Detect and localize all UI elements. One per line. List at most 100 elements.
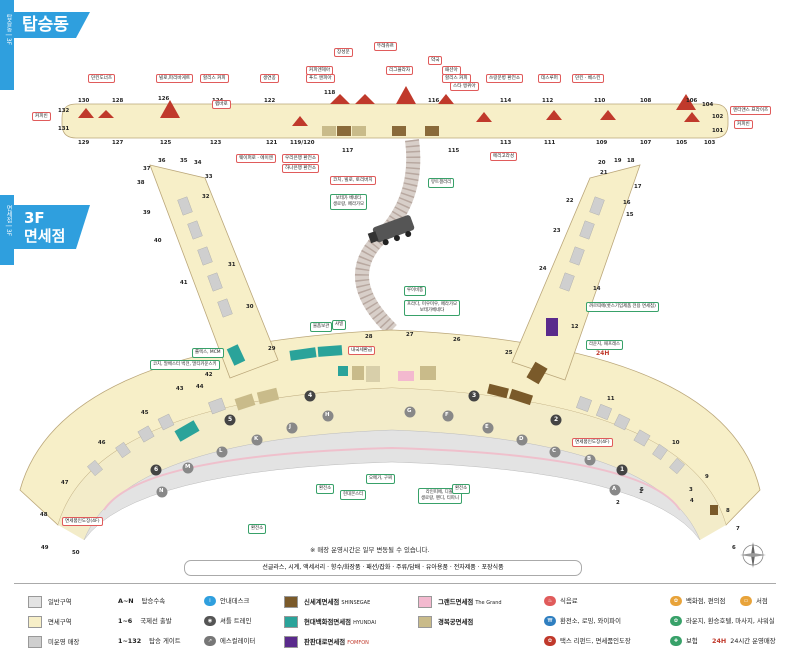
circle-number-1: 1: [620, 466, 625, 473]
gate-9: 9: [705, 474, 709, 480]
gate-111: 111: [544, 140, 556, 146]
store-teal-5: [338, 366, 348, 376]
label-louis-vuitton: 루이비통: [404, 286, 427, 296]
gate-32: 32: [202, 194, 210, 200]
store-teal-1: [289, 347, 317, 361]
gate-4: 4: [690, 498, 694, 504]
gate-113: 113: [500, 140, 512, 146]
left-wing: [149, 164, 279, 379]
circ-6: [150, 464, 162, 476]
gate-101: 101: [712, 128, 724, 134]
gate-31: 31: [228, 262, 236, 268]
closed-stores: [87, 196, 685, 477]
shop-league-plaza: 리그플라자: [386, 66, 414, 75]
gate-121: 121: [266, 140, 278, 146]
counter-c: C: [552, 448, 556, 454]
legend-store: ✿백화점, 편의점: [670, 596, 725, 606]
shop-food-empire: 푸드 앤피아: [306, 74, 335, 83]
gate-102: 102: [712, 114, 724, 120]
concourse-floor: [61, 103, 729, 139]
gate-105: 105: [676, 140, 688, 146]
info-icon: i: [204, 596, 216, 606]
legend-shinsegae: 신세계면세점 SHINSEGAE: [284, 596, 370, 608]
gate-116: 116: [428, 98, 440, 104]
label-dior-group: 라인피에, 디올, 생로랑, 펜디, 티파니: [418, 488, 462, 504]
shop-coffeebean-1: 커피빈: [32, 112, 51, 121]
gate-37: 37: [143, 166, 151, 172]
tax-icon: ✿: [544, 636, 556, 646]
counter-d: D: [519, 436, 524, 442]
gate-6: 6: [732, 545, 736, 551]
counter-m: M: [185, 464, 191, 470]
circle-number-2: 2: [554, 416, 559, 423]
label-omega-gucci: 오메가, 구찌: [366, 474, 395, 484]
label-coach-multi: 코치, 말배스터 벅전, 멀티카운스키: [150, 360, 220, 370]
gate-23: 23: [553, 228, 561, 234]
gate-34: 34: [194, 160, 202, 166]
label-tax-refund: 내국세환급: [348, 346, 376, 355]
concourse-store-3: [352, 126, 366, 136]
gate-123: 123: [210, 140, 222, 146]
legend-tax: ✿택스 리펀드, 면세품인도장: [544, 636, 631, 646]
badge-24h-legend: 24H: [712, 637, 727, 645]
insurance-icon: ✚: [670, 636, 682, 646]
lounge-icon: ✿: [670, 616, 682, 626]
shop-tous-les-jours: 뚜레쥬르: [374, 42, 397, 51]
legend-insurance: ✚보험: [670, 636, 698, 646]
store-teal-4: [174, 420, 200, 442]
book-icon: ▭: [740, 596, 752, 606]
gate-33: 33: [205, 174, 213, 180]
gate-20: 20: [598, 160, 606, 166]
brand-pangpan: FOMFON: [347, 640, 369, 646]
label-baggage-storage: 물품보관: [310, 322, 333, 332]
label-lounge-press: 라운지, 패프레스: [586, 340, 624, 350]
label-hyundai-monster: 현대몬스터: [340, 490, 367, 500]
circ-5: [224, 414, 236, 426]
gate-17: 17: [634, 184, 642, 190]
label-cartier: 까르띠에(롯스기임제품 전용 면세점): [586, 302, 659, 312]
counter-k: K: [254, 436, 259, 442]
counter-n: N: [159, 488, 164, 494]
counter-l: L: [219, 448, 223, 454]
circle-number-4: 4: [308, 392, 313, 399]
concourse-store-1: [322, 126, 336, 136]
label-prada-miumiu: 프라다, 미우미우, 페라가모 보테가베네타: [404, 300, 461, 316]
gate-103: 103: [704, 140, 716, 146]
gate-41: 41: [180, 280, 188, 286]
shop-mute-gallery: 뮤트갤러리: [428, 178, 455, 188]
side-tab-main-text: 면세점 | 3F: [5, 205, 12, 237]
compass-icon: [740, 542, 766, 568]
gate-30: 30: [246, 304, 254, 310]
store-icon: ✿: [670, 596, 682, 606]
counter-b: B: [587, 456, 592, 462]
shop-dunkin-baskin: 던킨 · 베스킨: [572, 74, 604, 83]
food-icon: ♨: [544, 596, 556, 606]
gate-24: 24: [539, 266, 547, 272]
legend-gyeongbok: 경복궁면세점: [418, 616, 473, 628]
legend-exchange: ₩환전소, 로밍, 와이파이: [544, 616, 621, 626]
shop-pharmacy: 약국: [428, 56, 443, 65]
legend-boarding-range: A~N: [118, 597, 134, 605]
circ-1: [616, 464, 628, 476]
shuttle-train: [367, 215, 415, 246]
gate-114: 114: [500, 98, 512, 104]
legend-shuttle: ◉셔틀 트레인: [204, 616, 251, 626]
gate-10: 10: [672, 440, 680, 446]
label-chanel: 샤넬: [332, 320, 347, 330]
shop-wafer-aien: 웨이퍼로 · 에이엔: [236, 154, 276, 163]
icon-legend-bar: 선글라스, 시계, 액세서리 · 향수/화장품 · 패션/잡화 · 주류/담배 …: [184, 560, 582, 576]
gate-49: 49: [41, 545, 49, 551]
gate-108: 108: [640, 98, 652, 104]
gate-118: 118: [324, 90, 336, 96]
label-rolex-mcm: 롤렉스, MCM: [192, 348, 224, 358]
gate-19: 19: [614, 158, 622, 164]
concourse-store-4: [392, 126, 406, 136]
legend-pangpan: 판판대로면세점 FOMFON: [284, 636, 369, 648]
store-khaki-3: [420, 366, 436, 380]
concourse-store-2: [337, 126, 351, 136]
gate-131: 131: [58, 126, 70, 132]
